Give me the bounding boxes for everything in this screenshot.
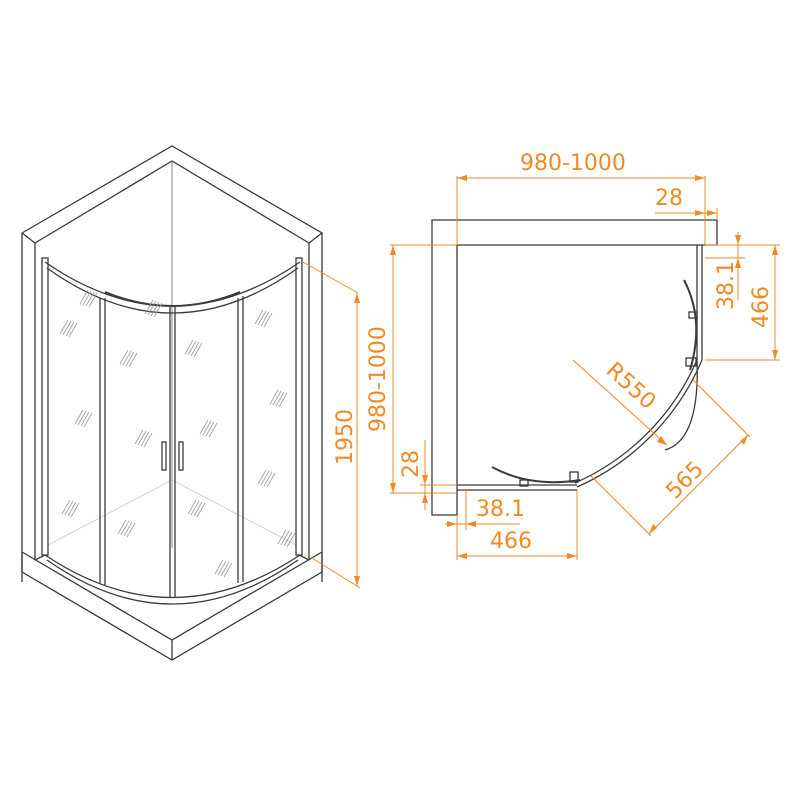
fixed-panel-bottom-large-label: 466 bbox=[490, 529, 532, 554]
wall-offset-top-label: 28 bbox=[655, 186, 683, 211]
wall-offset-left-label: 28 bbox=[399, 450, 424, 478]
height-dimension-label: 1950 bbox=[333, 409, 358, 465]
entry-width-label: 565 bbox=[662, 457, 709, 504]
perspective-view: 1950 bbox=[21, 145, 361, 661]
fixed-panel-right-large-label: 466 bbox=[749, 286, 774, 328]
fixed-panel-bottom-small-label: 38.1 bbox=[476, 497, 525, 522]
plan-width-label: 980-1000 bbox=[520, 151, 626, 176]
plan-depth-label: 980-1000 bbox=[366, 326, 391, 432]
plan-view: 980-1000 28 980-1000 28 38.1 466 bbox=[366, 151, 780, 560]
radius-label: R550 bbox=[601, 358, 660, 415]
fixed-panel-right-small-label: 38.1 bbox=[714, 261, 739, 310]
